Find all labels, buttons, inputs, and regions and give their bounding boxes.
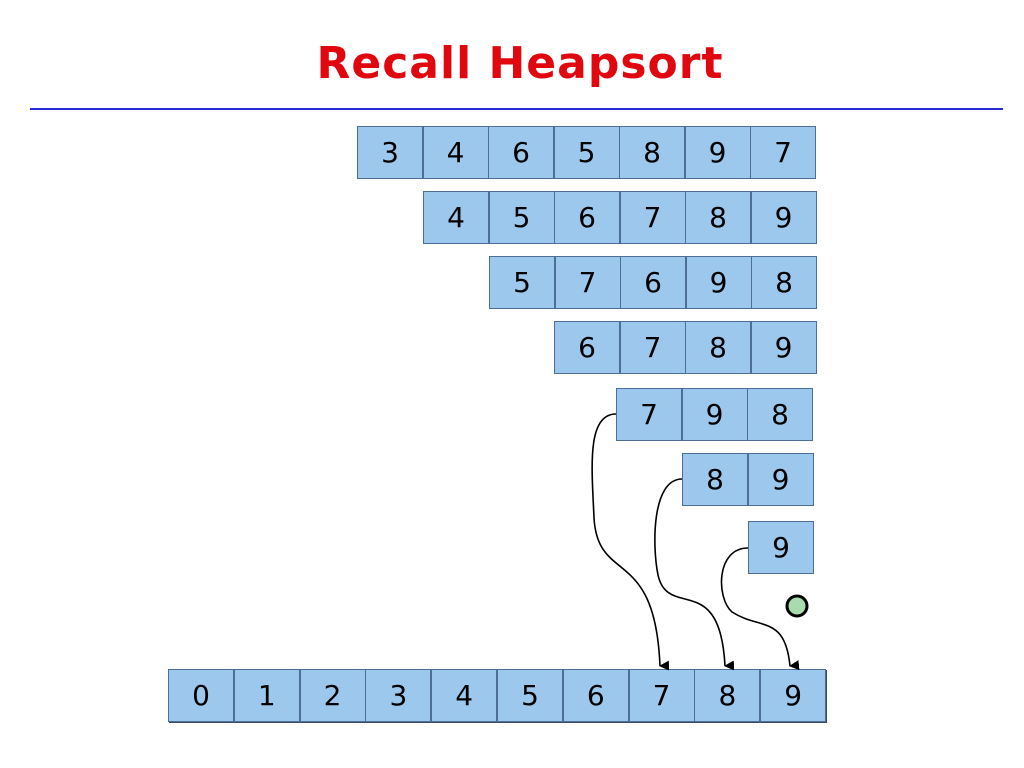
heap-cell: 6 (554, 321, 620, 374)
end-marker-dot (785, 594, 809, 618)
result-cell: 1 (233, 669, 300, 722)
result-cell: 2 (299, 669, 366, 722)
result-cell: 3 (365, 669, 432, 722)
heap-cell: 8 (747, 388, 813, 441)
heap-cell: 7 (619, 321, 686, 374)
result-cell: 0 (168, 669, 234, 722)
heap-cell: 4 (422, 126, 489, 179)
heap-cell: 9 (747, 453, 814, 506)
heap-cell: 3 (357, 126, 423, 179)
heap-cell: 9 (750, 321, 817, 374)
heap-cell: 6 (488, 126, 554, 179)
heap-cell: 6 (620, 256, 686, 309)
arrow-9-to-slot-9 (720, 547, 800, 671)
heap-cell: 9 (750, 191, 817, 244)
heap-cell: 8 (751, 256, 817, 309)
title-rule (30, 108, 1003, 110)
heap-cell: 7 (619, 191, 686, 244)
result-cell: 6 (562, 669, 629, 722)
heap-cell: 7 (750, 126, 816, 179)
arrow-7-to-slot-7 (591, 413, 670, 671)
heap-cell: 5 (553, 126, 620, 179)
result-cell: 5 (497, 669, 563, 722)
heap-cell: 4 (423, 191, 489, 244)
heap-cell: 7 (616, 388, 682, 441)
heap-cell: 8 (685, 191, 751, 244)
heap-cell: 8 (619, 126, 685, 179)
heap-cell: 8 (682, 453, 748, 506)
heap-cell: 9 (681, 388, 748, 441)
heap-cell: 5 (488, 191, 555, 244)
heap-cell: 9 (748, 521, 814, 574)
heap-cell: 6 (554, 191, 620, 244)
heap-cell: 5 (489, 256, 555, 309)
result-cell: 8 (694, 669, 761, 722)
heap-cell: 9 (684, 126, 751, 179)
slide-title: Recall Heapsort (316, 38, 724, 89)
result-cell: 4 (431, 669, 498, 722)
heap-cell: 7 (554, 256, 621, 309)
result-cell: 7 (628, 669, 695, 722)
arrow-8-to-slot-8 (654, 478, 735, 671)
